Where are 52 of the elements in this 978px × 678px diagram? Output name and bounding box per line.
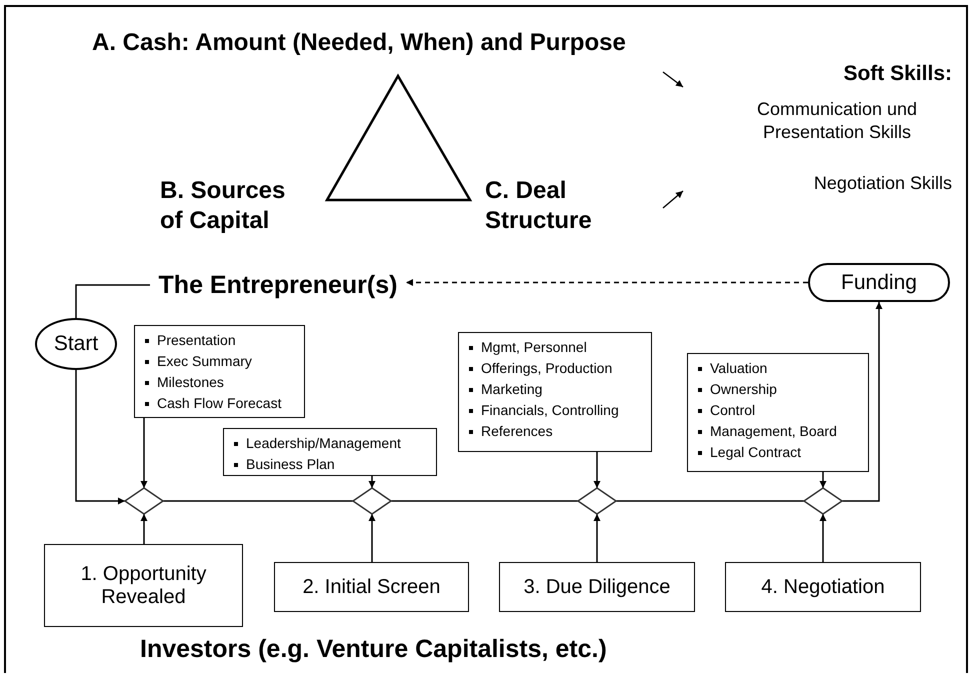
bullet-item: Mgmt, Personnel (469, 337, 645, 358)
caption-text: Soft Skills: (842, 61, 952, 87)
decision-diamond (578, 488, 616, 514)
bullet-item: Financials, Controlling (469, 400, 645, 421)
decision-diamond (125, 488, 163, 514)
bullet-item: References (469, 421, 645, 442)
arrow (140, 514, 148, 544)
connector-line (163, 500, 353, 502)
arrow (368, 476, 376, 488)
stage-box: 3. Due Diligence (499, 562, 695, 612)
arrow (75, 370, 125, 504)
checklist-box (223, 428, 437, 476)
arrow (820, 514, 826, 562)
connector-line (75, 284, 150, 318)
caption-text: Communication und Presentation Skills (756, 98, 918, 143)
decision-diamond (804, 488, 842, 514)
bullet-item: Ownership (698, 379, 862, 400)
end-terminal: Funding (808, 263, 950, 302)
bullet-item: Business Plan (234, 454, 430, 475)
connector-line (616, 500, 804, 502)
checklist-box (134, 325, 305, 418)
arrow (140, 418, 148, 488)
bullet-item: Control (698, 400, 862, 421)
bullet-item: Cash Flow Forecast (145, 393, 298, 414)
decision-diamond (353, 488, 391, 514)
arrow (842, 302, 882, 502)
connector-line (391, 500, 578, 502)
caption-text: Investors (e.g. Venture Capitalists, etc.) (140, 634, 608, 665)
bullet-item: Leadership/Management (234, 433, 430, 454)
bullet-item: Exec Summary (145, 351, 298, 372)
stage-box: 2. Initial Screen (274, 562, 469, 612)
bullet-item: Presentation (145, 330, 298, 351)
arrow (594, 514, 600, 562)
checklist-box (458, 332, 652, 452)
arrow (820, 472, 826, 488)
start-oval: Start (35, 318, 117, 370)
bullet-item: Marketing (469, 379, 645, 400)
arrow (594, 452, 600, 488)
bullet-item: Offerings, Production (469, 358, 645, 379)
bullet-item: Milestones (145, 372, 298, 393)
arrow (368, 514, 376, 562)
stage-box: 4. Negotiation (725, 562, 921, 612)
caption-text: C. Deal Structure (485, 176, 593, 236)
caption-text: B. Sources of Capital (160, 176, 286, 236)
bullet-item: Management, Board (698, 421, 862, 442)
caption-text: A. Cash: Amount (Needed, When) and Purpose (92, 28, 627, 58)
caption-text: Negotiation Skills (812, 172, 952, 194)
dashed-arrow (406, 279, 808, 286)
bullet-item: Legal Contract (698, 442, 862, 463)
checklist-box (687, 353, 869, 472)
stage-box: 1. Opportunity Revealed (44, 544, 243, 627)
bullet-item: Valuation (698, 358, 862, 379)
